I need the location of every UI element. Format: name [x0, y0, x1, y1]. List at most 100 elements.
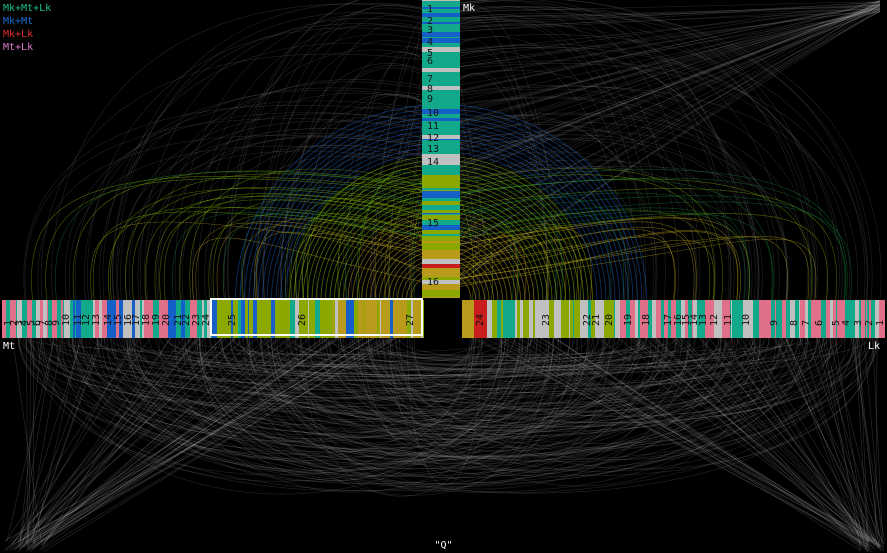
passage-stripe — [222, 300, 227, 338]
connection-arc — [459, 164, 645, 301]
connection-arc — [682, 337, 882, 549]
connection-arc — [49, 337, 487, 367]
chapter-number: 5 — [831, 320, 842, 327]
passage-stripe — [218, 300, 222, 338]
connection-arc — [851, 337, 886, 544]
passage-stripe — [782, 300, 786, 338]
passage-stripe — [780, 300, 782, 338]
passage-stripe — [697, 300, 698, 338]
passage-stripe — [800, 300, 801, 338]
passage-stripe — [86, 300, 89, 338]
connection-arc — [55, 337, 510, 356]
connection-arc — [174, 337, 531, 493]
connection-arc — [197, 49, 423, 301]
connection-arc — [87, 27, 423, 301]
passage-stripe — [422, 294, 460, 297]
passage-stripe — [648, 300, 652, 338]
passage-stripe — [16, 300, 17, 338]
passage-stripe — [422, 203, 460, 205]
connection-arc — [459, 139, 735, 301]
passage-stripe — [422, 241, 460, 243]
passage-stripe — [816, 300, 821, 338]
passage-stripe — [702, 300, 704, 338]
matthew-selection-frame[interactable] — [210, 298, 423, 336]
connection-arc — [20, 337, 100, 547]
passage-stripe — [422, 141, 460, 142]
passage-stripe — [144, 300, 148, 338]
passage-stripe — [422, 171, 460, 175]
passage-stripe — [422, 135, 460, 139]
connection-arc — [856, 337, 880, 548]
connection-arc — [287, 337, 641, 372]
connection-arc — [370, 337, 832, 472]
passage-stripe — [865, 300, 866, 338]
connection-arc — [28, 337, 32, 549]
connection-arc — [368, 337, 604, 431]
passage-stripe — [358, 300, 363, 338]
chapter-number: 12 — [427, 133, 440, 144]
passage-stripe — [43, 300, 47, 338]
connection-arc — [459, 7, 869, 301]
connection-arc — [459, 11, 881, 111]
passage-stripe — [422, 170, 460, 171]
passage-stripe — [320, 300, 325, 338]
connection-arc — [251, 337, 733, 459]
connection-arc — [459, 7, 881, 135]
passage-stripe — [753, 300, 758, 338]
passage-stripe — [380, 300, 381, 338]
passage-stripe — [422, 121, 460, 126]
connection-arc — [68, 337, 771, 401]
passage-stripe — [251, 300, 253, 338]
connection-arc — [85, 337, 799, 460]
passage-stripe — [422, 290, 460, 294]
passage-stripe — [591, 300, 595, 338]
connection-arc — [459, 1, 881, 196]
passage-stripe — [304, 300, 308, 338]
connection-arc — [209, 337, 677, 422]
connection-arc — [79, 337, 871, 410]
passage-stripe — [314, 300, 315, 338]
connection-arc — [157, 135, 423, 301]
connection-arc — [459, 3, 881, 248]
connection-arc — [180, 92, 423, 301]
passage-stripe — [81, 300, 86, 338]
connection-arc — [126, 337, 817, 457]
passage-stripe — [40, 300, 41, 338]
mark-label: Mk — [463, 3, 476, 14]
connection-arc — [459, 3, 881, 139]
passage-stripe — [338, 300, 342, 338]
passage-stripe — [185, 300, 187, 338]
connection-arc — [853, 337, 881, 547]
connection-arc — [229, 337, 761, 428]
chapter-number: 8 — [427, 84, 434, 95]
connection-arc — [459, 228, 675, 301]
connection-arc — [295, 337, 726, 476]
passage-stripe — [671, 300, 676, 338]
connection-arc — [132, 337, 741, 378]
passage-stripe — [249, 300, 251, 338]
connection-arc — [35, 337, 364, 545]
connection-arc — [31, 337, 338, 549]
passage-stripe — [705, 300, 708, 338]
connection-arc — [773, 337, 881, 549]
connection-arc — [351, 106, 423, 301]
passage-stripe — [371, 300, 374, 338]
passage-stripe — [69, 300, 70, 338]
passage-stripe — [510, 300, 515, 338]
connection-arc — [164, 337, 789, 369]
connection-arc — [129, 337, 827, 408]
connection-arc — [82, 337, 660, 485]
passage-stripe — [588, 300, 591, 338]
connection-arc — [41, 337, 521, 482]
connection-arc — [781, 337, 862, 544]
connection-arc — [459, 201, 852, 301]
chapter-number: 15 — [427, 218, 440, 229]
passage-stripe — [78, 300, 81, 338]
connection-arc — [28, 337, 102, 548]
connection-arc — [459, 166, 732, 301]
connection-arc — [260, 337, 830, 371]
connection-arc — [110, 337, 655, 366]
passage-stripe — [422, 155, 460, 160]
connection-arc — [368, 337, 808, 448]
passage-stripe — [422, 201, 460, 203]
